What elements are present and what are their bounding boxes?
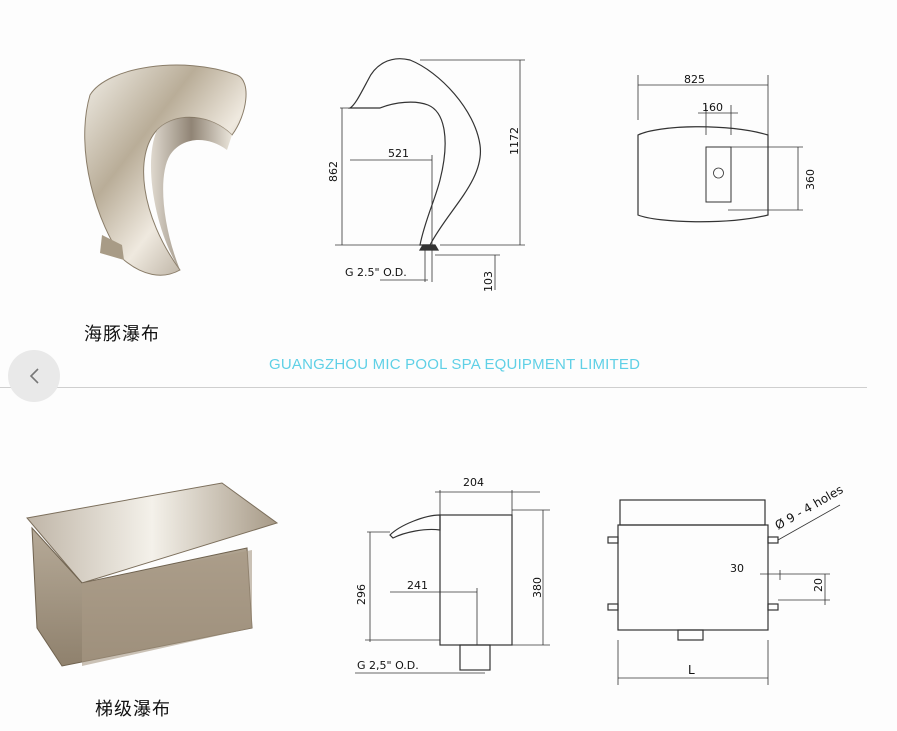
dim-length: L [688,663,695,677]
dim-241: 241 [407,579,428,592]
dim-360: 360 [804,169,817,190]
dim-521: 521 [388,147,409,160]
dim-pipe-1: G 2.5" O.D. [345,266,407,279]
step-front-drawing: Ø 9 - 4 holes 30 20 L [600,480,860,695]
step-caption: 梯级瀑布 [95,699,171,720]
dim-30: 30 [730,562,744,575]
dim-825: 825 [684,75,705,86]
dim-103: 103 [482,271,495,292]
dim-296: 296 [355,584,368,605]
dim-pipe-2: G 2,5" O.D. [357,659,419,672]
section-divider [0,387,867,388]
dim-1172: 1172 [508,127,521,155]
dolphin-product-photo [62,55,252,290]
dolphin-caption: 海豚瀑布 [84,324,160,345]
step-side-drawing: 204 296 241 380 G 2,5" O.D. [345,470,565,680]
dim-160: 160 [702,101,723,114]
dim-20: 20 [812,578,825,592]
dolphin-side-drawing: 1172 862 521 G 2.5" O.D. 103 [320,50,540,295]
dim-holes: Ø 9 - 4 holes [773,482,846,532]
dim-380: 380 [531,577,544,598]
company-watermark: GUANGZHOU MIC POOL SPA EQUIPMENT LIMITED [269,356,641,373]
step-product-photo [22,478,284,668]
dim-204: 204 [463,476,484,489]
dim-862: 862 [327,161,340,182]
chevron-left-icon [29,368,39,384]
dolphin-top-drawing: 825 160 360 [628,73,823,225]
prev-button[interactable] [8,350,60,402]
